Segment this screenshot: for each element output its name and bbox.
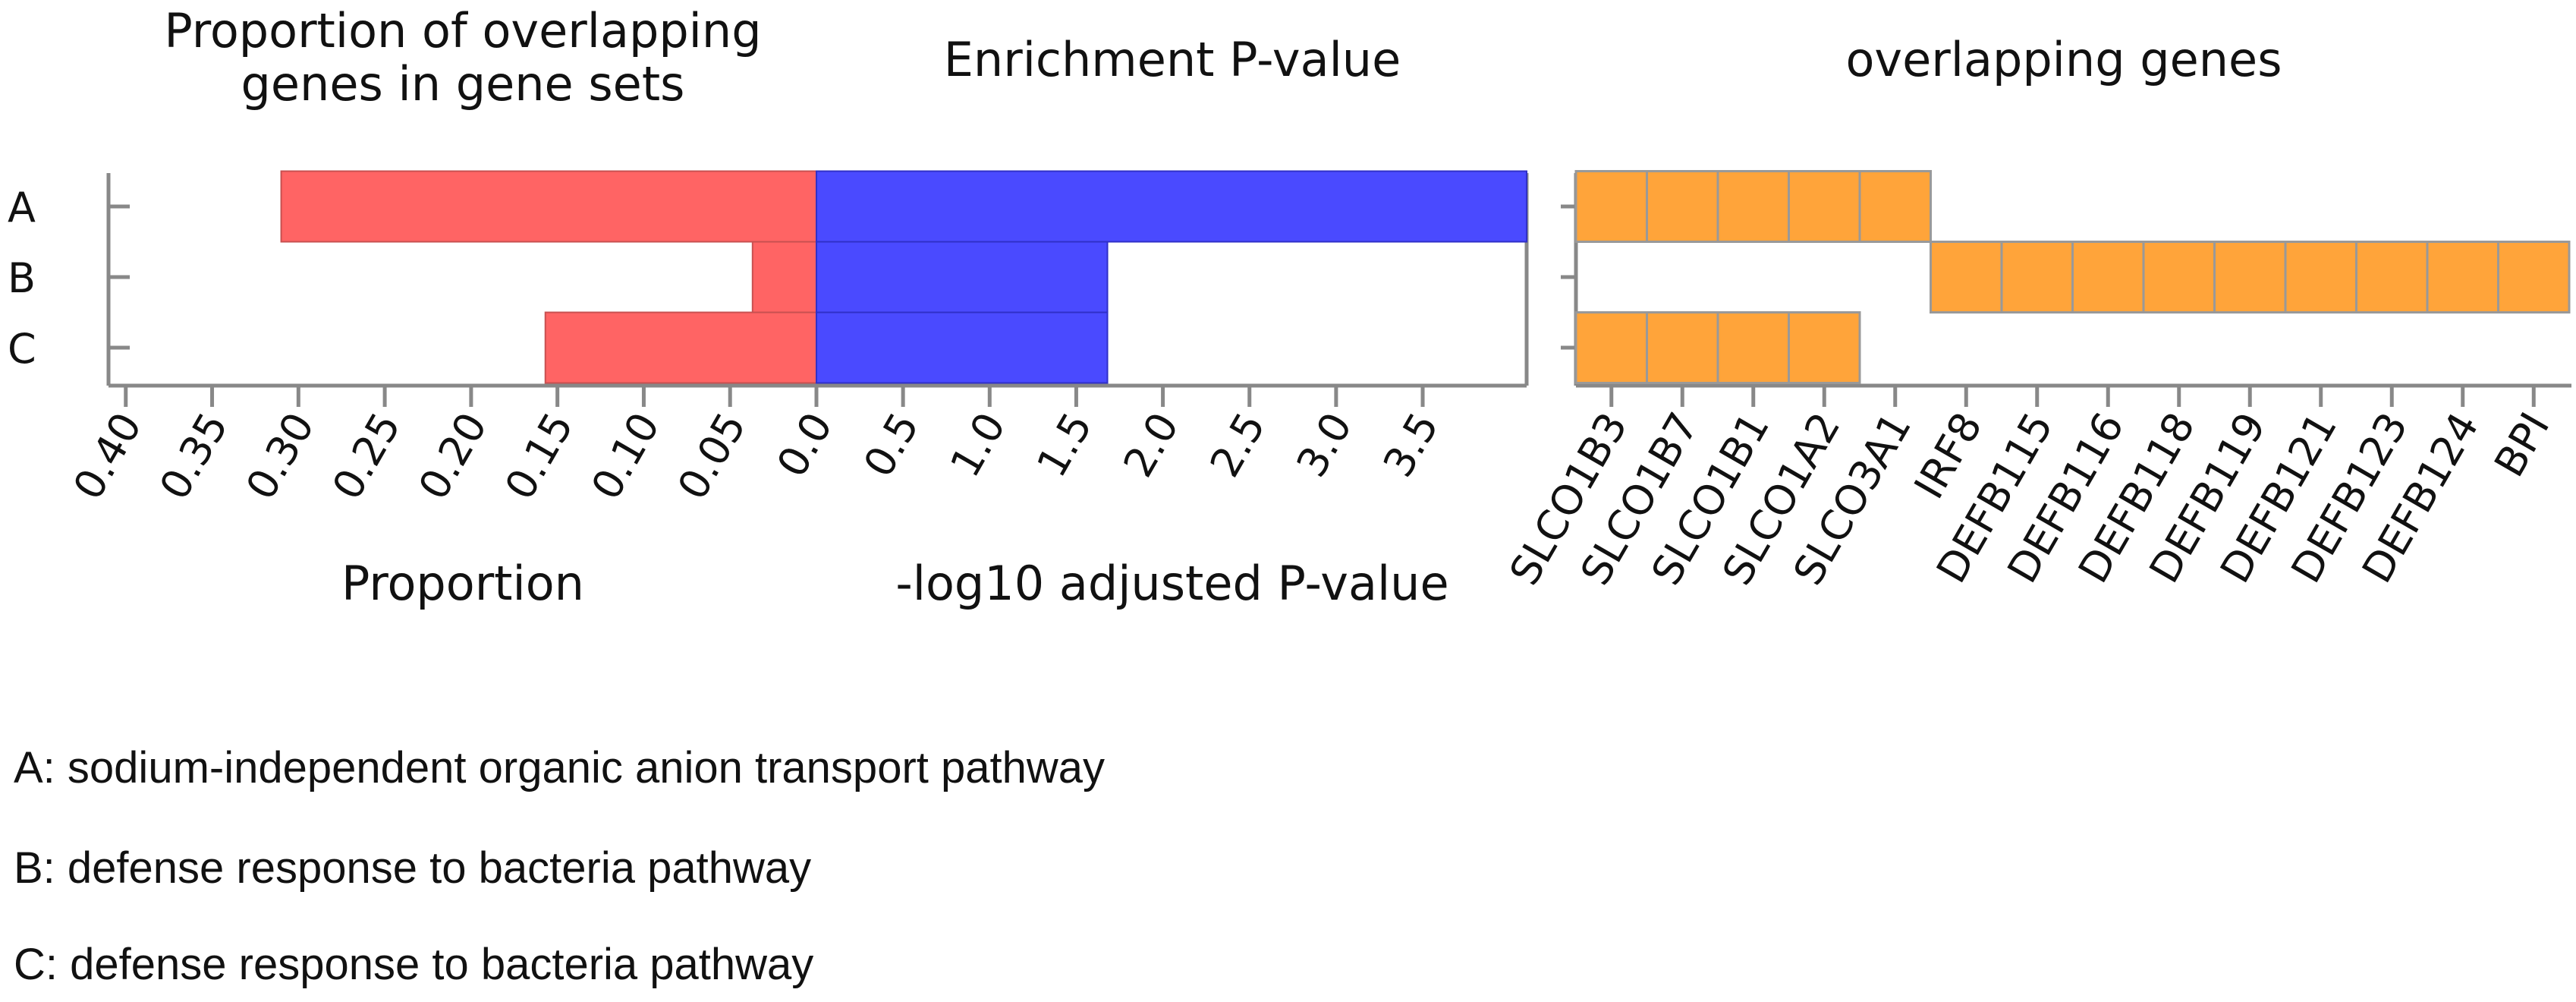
proportion-tick-label: 0.05 [668,405,756,508]
gene-cell-a-slco1a2 [1788,170,1861,243]
proportion-tick-label: 0.40 [64,405,151,508]
p-value-bar-b [816,241,1109,314]
gene-cell-b-irf8 [1930,241,2003,314]
genes-title: overlapping genes [1845,32,2282,87]
legend-item-a: A: sodium-independent organic anion tran… [14,743,1106,792]
proportion-title-line: Proportion of overlapping [164,3,761,58]
p-value-tick-label: 0.0 [768,405,842,485]
gene-cell-b-defb124 [2426,241,2499,314]
p-value-tick-label: 2.5 [1200,405,1275,485]
gene-cell-b-defb116 [2071,241,2145,314]
gene-cell-a-slco1b7 [1646,170,1719,243]
proportion-tick-label: 0.20 [409,405,496,508]
gene-cell-b-defb119 [2213,241,2287,314]
proportion-tick-label: 0.10 [582,405,669,508]
p-value-bar-c [816,311,1109,384]
gene-cell-a-slco1b1 [1716,170,1790,243]
p-value-tick-label: 0.5 [854,405,929,485]
gene-cell-a-slco1b3 [1574,170,1648,243]
proportion-bar-b [751,241,817,314]
overlapping-genes-panel: SLCO1B3SLCO1B7SLCO1B1SLCO1A2SLCO3A1IRF8D… [1500,32,2571,593]
gene-cell-b-defb121 [2284,241,2357,314]
p-value-tick-label: 3.0 [1288,405,1362,485]
p-value-tick-label: 2.0 [1114,405,1188,485]
gene-cell-b-bpi [2497,241,2571,314]
proportion-tick-label: 0.30 [237,405,324,508]
gene-cell-c-slco1a2 [1788,311,1861,384]
proportion-bar-a [280,170,817,243]
p-value-tick-label: 1.0 [941,405,1015,485]
gene-cell-a-slco3a1 [1858,170,1932,243]
gene-cell-c-slco1b1 [1716,311,1790,384]
gene-cell-b-defb123 [2355,241,2429,314]
proportion-axis-label: Proportion [341,556,584,611]
proportion-tick-label: 0.15 [495,405,583,508]
row-label-c: C [8,325,36,373]
p-value-bar-a [816,170,1527,243]
proportion-tick-label: 0.35 [150,405,237,508]
gene-cell-c-slco1b7 [1646,311,1719,384]
proportion-title-line: genes in gene sets [241,56,685,112]
row-label-b: B [8,254,36,302]
legend-item-c: C: defense response to bacteria pathway [14,940,814,989]
p-value-tick-label: 1.5 [1027,405,1102,485]
gene-tick-label: BPI [2485,405,2559,485]
p-value-tick-label: 3.5 [1374,405,1448,485]
p-value-title: Enrichment P-value [944,32,1401,87]
legend-item-b: B: defense response to bacteria pathway [14,843,812,893]
proportion-tick-label: 0.25 [323,405,410,508]
row-label-a: A [8,184,36,232]
p-value-axis-label: -log10 adjusted P-value [895,556,1448,611]
gene-cell-b-defb118 [2142,241,2216,314]
gene-cell-b-defb115 [2000,241,2074,314]
gene-cell-c-slco1b3 [1574,311,1648,384]
proportion-bar-c [544,311,817,384]
